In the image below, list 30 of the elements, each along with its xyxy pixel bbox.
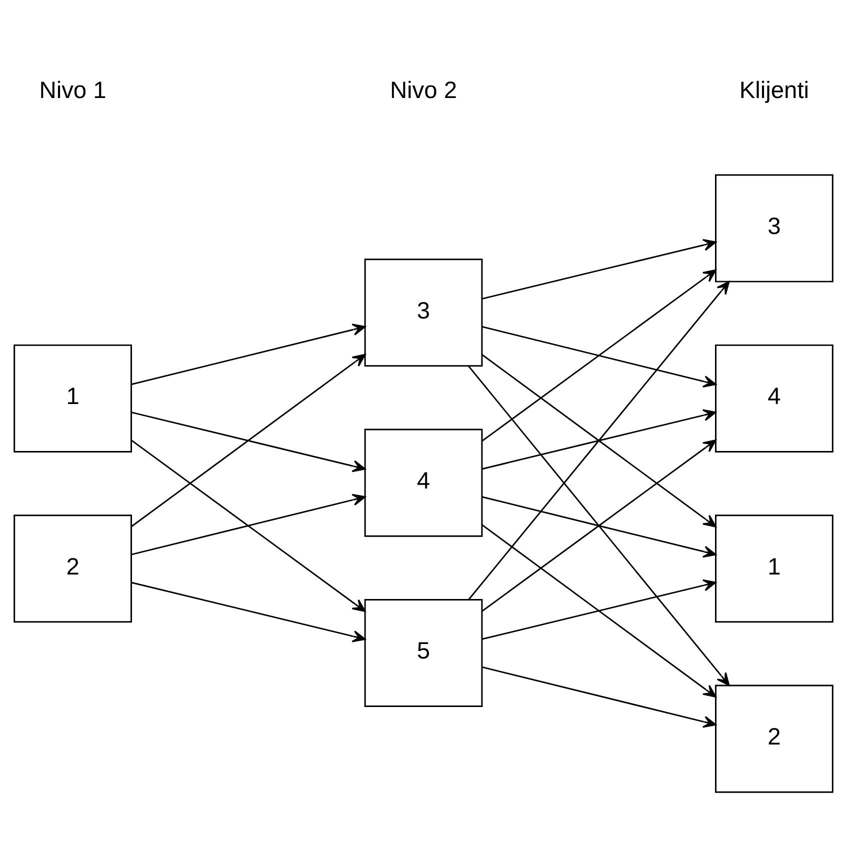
arrow	[468, 280, 730, 600]
arrow	[131, 493, 366, 555]
arrow	[482, 238, 716, 300]
node-box: 5	[364, 598, 483, 706]
node-box: 2	[14, 514, 132, 622]
arrow	[131, 323, 366, 385]
node-box: 1	[14, 344, 132, 452]
label: Nivo 2	[390, 77, 458, 104]
arrow	[482, 354, 716, 527]
label: Klijenti	[739, 77, 810, 104]
node-box: 3	[364, 258, 483, 366]
arrow	[482, 578, 716, 640]
arrow	[130, 439, 366, 612]
arrow	[482, 496, 716, 558]
arrow	[482, 666, 716, 728]
node-box: 4	[364, 428, 483, 536]
node-box: 2	[715, 684, 834, 792]
node-box: 4	[715, 344, 834, 452]
arrow	[130, 353, 366, 527]
arrow	[482, 268, 716, 442]
node-box: 3	[715, 174, 834, 282]
label: Nivo 1	[39, 77, 106, 104]
arrow	[468, 365, 730, 686]
arrow	[131, 411, 366, 472]
node-box: 1	[715, 514, 834, 622]
arrow	[482, 524, 716, 698]
arrow	[482, 326, 716, 387]
arrow	[482, 439, 716, 612]
arrow	[482, 408, 716, 470]
arrow	[131, 581, 366, 642]
